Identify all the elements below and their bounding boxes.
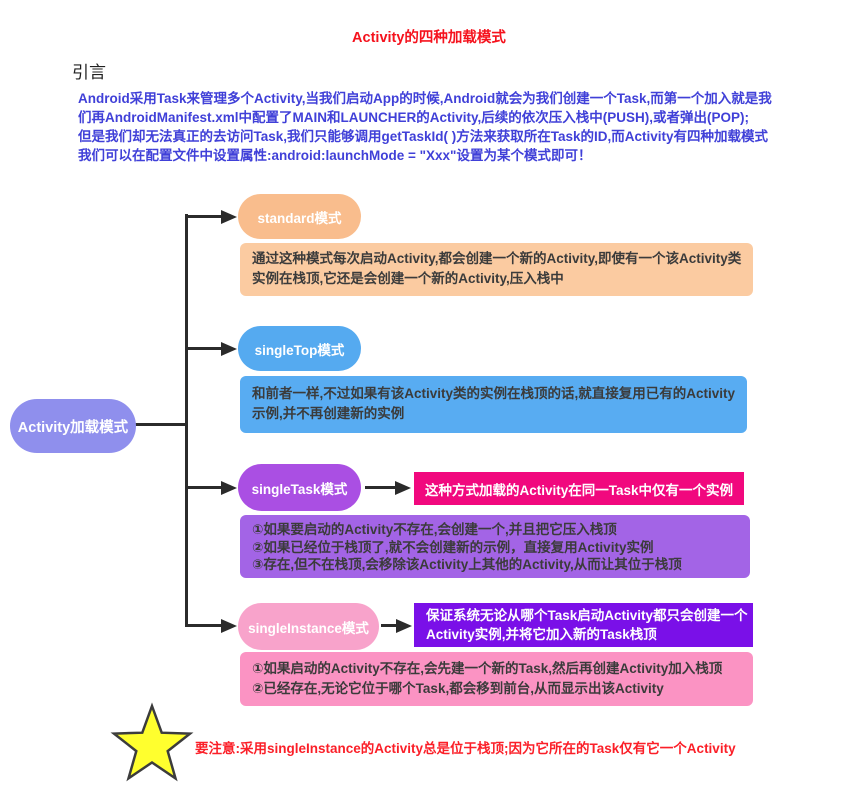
intro-line: 们再AndroidManifest.xml中配置了MAIN和LAUNCHER的A… bbox=[78, 110, 750, 125]
node-singletask-mode: singleTask模式 bbox=[238, 464, 361, 511]
highlight-line: 保证系统无论从哪个Task启动Activity都只会创建一个 bbox=[426, 608, 748, 623]
arrow-right-icon bbox=[396, 618, 412, 633]
highlight-text: 这种方式加载的Activity在同一Task中仅有一个实例 bbox=[424, 482, 734, 498]
node-label: singleInstance模式 bbox=[248, 620, 369, 636]
desc-box-singletask: ①如果要启动的Activity不存在,会创建一个,并且把它压入栈顶 ②如果已经位… bbox=[240, 515, 750, 578]
page-title: Activity的四种加载模式 bbox=[352, 30, 506, 46]
arrow-right-icon bbox=[221, 209, 237, 224]
desc-line: 通过这种模式每次启动Activity,都会创建一个新的Activity,即使有一… bbox=[252, 251, 742, 266]
root-node-activity-load-mode: Activity加载模式 bbox=[10, 399, 136, 453]
connector-root-line bbox=[135, 423, 187, 426]
intro-line: Android采用Task来管理多个Activity,当我们启动App的时候,A… bbox=[78, 91, 772, 106]
connector-trunk-line bbox=[185, 214, 188, 627]
node-standard-mode: standard模式 bbox=[238, 194, 361, 239]
branch-line-singletask bbox=[186, 486, 223, 489]
branch-line-standard bbox=[186, 215, 223, 218]
node-label: standard模式 bbox=[257, 210, 342, 226]
node-label: singleTask模式 bbox=[251, 481, 348, 497]
desc-box-singleinstance: ①如果启动的Activity不存在,会先建一个新的Task,然后再创建Activ… bbox=[240, 652, 753, 706]
desc-line: ③存在,但不在栈顶,会移除该Activity上其他的Activity,从而让其位… bbox=[252, 557, 682, 572]
desc-line: 实例在栈顶,它还是会创建一个新的Activity,压入栈中 bbox=[252, 271, 564, 286]
intro-line: 但是我们却无法真正的去访问Task,我们只能够调用getTaskId( )方法来… bbox=[78, 129, 769, 144]
arrow-right-icon bbox=[221, 341, 237, 356]
intro-line: 我们可以在配置文件中设置属性:android:launchMode = "Xxx… bbox=[78, 148, 592, 163]
intro-paragraph: Android采用Task来管理多个Activity,当我们启动App的时候,A… bbox=[78, 89, 772, 165]
intro-heading: 引言 bbox=[72, 63, 106, 82]
highlight-box-singletask: 这种方式加载的Activity在同一Task中仅有一个实例 bbox=[414, 472, 744, 505]
arrow-right-icon bbox=[221, 480, 237, 495]
desc-line: 示例,并不再创建新的实例 bbox=[252, 406, 405, 421]
arrow-line-singleinstance-highlight bbox=[381, 624, 397, 627]
star-icon bbox=[110, 702, 194, 786]
node-singleinstance-mode: singleInstance模式 bbox=[238, 603, 379, 650]
desc-line: ①如果要启动的Activity不存在,会创建一个,并且把它压入栈顶 bbox=[252, 522, 617, 537]
root-node-label: Activity加载模式 bbox=[17, 419, 129, 436]
desc-box-singletop: 和前者一样,不过如果有该Activity类的实例在栈顶的话,就直接复用已有的Ac… bbox=[240, 376, 747, 433]
node-singletop-mode: singleTop模式 bbox=[238, 326, 361, 371]
arrow-right-icon bbox=[221, 618, 237, 633]
arrow-line-singletask-highlight bbox=[365, 486, 396, 489]
desc-box-standard: 通过这种模式每次启动Activity,都会创建一个新的Activity,即使有一… bbox=[240, 243, 753, 296]
branch-line-singleinstance bbox=[186, 624, 223, 627]
highlight-box-singleinstance: 保证系统无论从哪个Task启动Activity都只会创建一个 Activity实… bbox=[414, 603, 753, 647]
node-label: singleTop模式 bbox=[254, 342, 345, 358]
arrow-right-icon bbox=[395, 480, 411, 495]
footer-note: 要注意:采用singleInstance的Activity总是位于栈顶;因为它所… bbox=[195, 741, 736, 756]
highlight-line: Activity实例,并将它加入新的Task栈顶 bbox=[426, 627, 657, 642]
branch-line-singletop bbox=[186, 347, 223, 350]
desc-line: ②已经存在,无论它位于哪个Task,都会移到前台,从而显示出该Activity bbox=[252, 681, 664, 696]
desc-line: ①如果启动的Activity不存在,会先建一个新的Task,然后再创建Activ… bbox=[252, 661, 723, 676]
desc-line: 和前者一样,不过如果有该Activity类的实例在栈顶的话,就直接复用已有的Ac… bbox=[252, 386, 736, 401]
desc-line: ②如果已经位于栈顶了,就不会创建新的示例，直接复用Activity实例 bbox=[252, 539, 654, 555]
